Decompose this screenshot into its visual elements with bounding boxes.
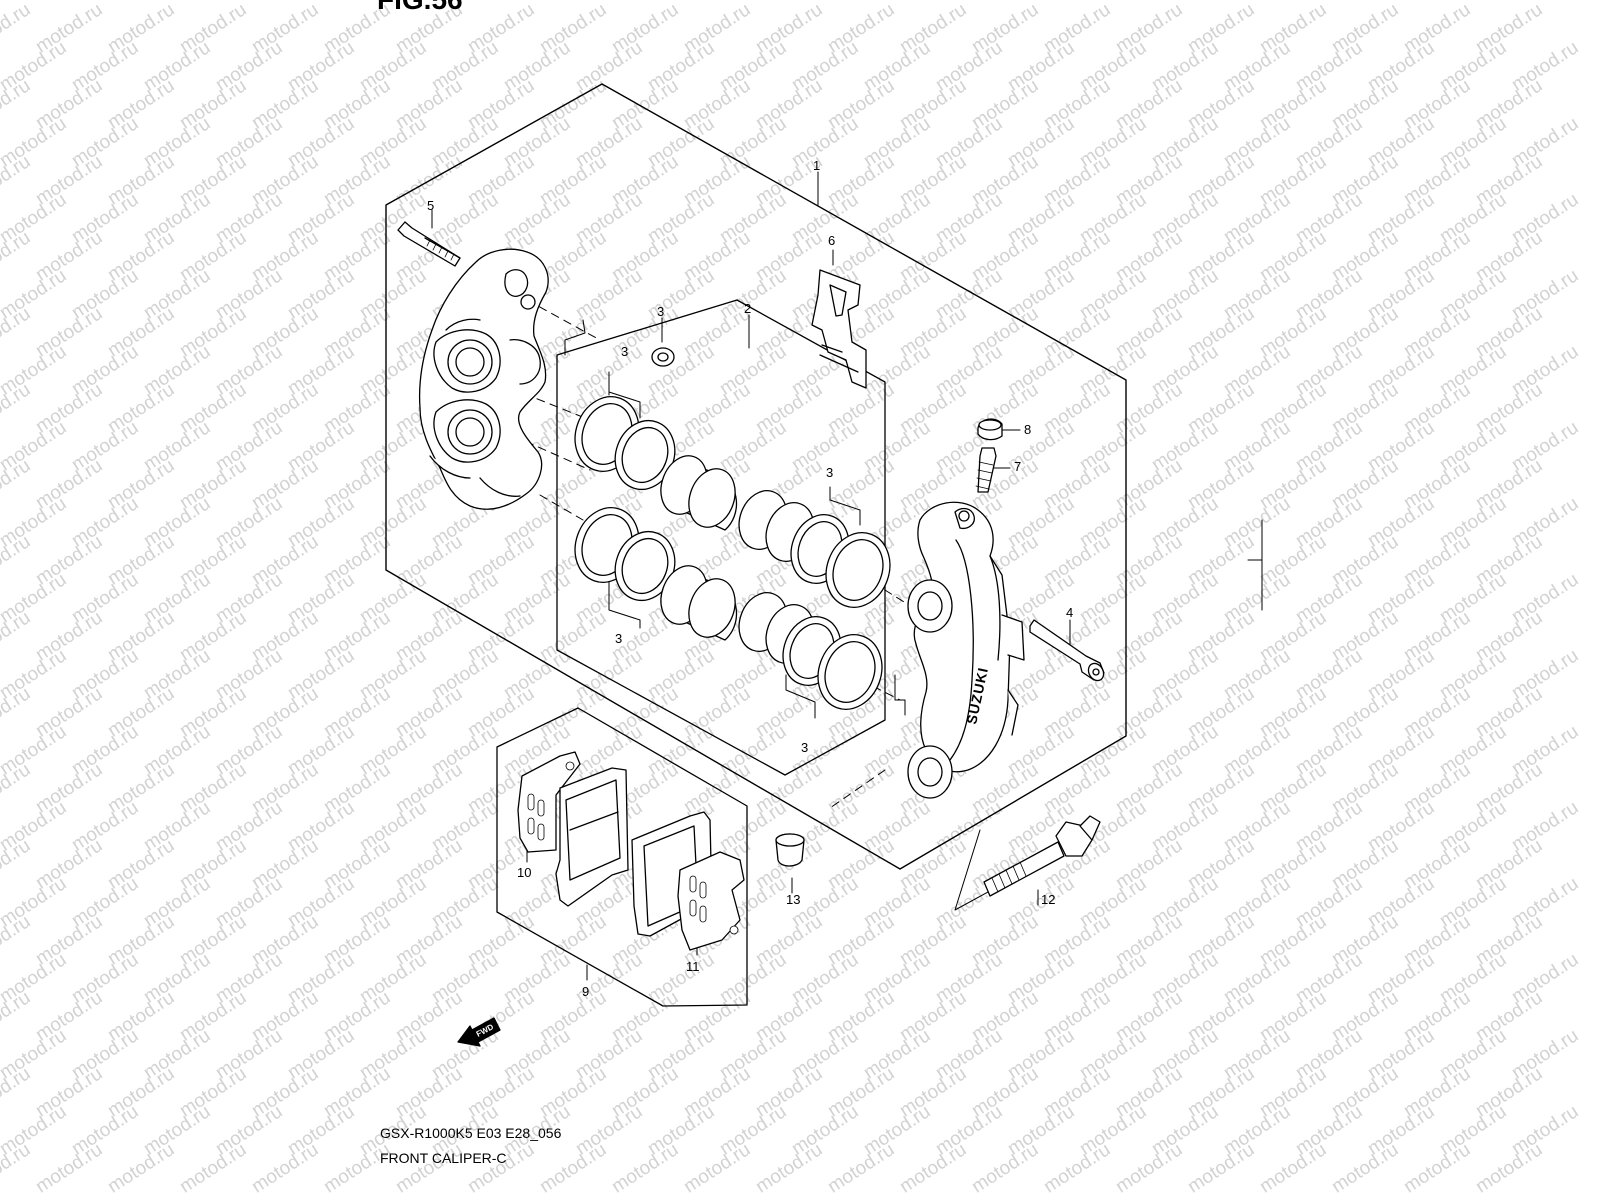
callout-11: 11 — [686, 959, 700, 974]
callout-13: 13 — [786, 892, 801, 907]
callout-1: 1 — [813, 158, 821, 173]
fwd-arrow-icon: FWD — [457, 1017, 501, 1047]
part-5-bolt — [397, 221, 461, 267]
callout-3-lower-right: 3 — [801, 740, 809, 755]
callout-3-upper-left: 3 — [621, 344, 629, 359]
callout-9: 9 — [582, 984, 590, 999]
part-11-shim-and-pad — [631, 811, 745, 951]
callout-3-upper-right: 3 — [826, 465, 834, 480]
callout-8: 8 — [1024, 422, 1032, 437]
part-4-pin — [1029, 619, 1105, 682]
part-10-shim-and-pad — [517, 751, 629, 907]
piston-kit-outline — [556, 299, 886, 776]
callout-7: 7 — [1014, 459, 1022, 474]
part-8-bleeder-cap — [977, 418, 1003, 441]
callout-5: 5 — [427, 198, 435, 213]
callout-3-lower-left: 3 — [615, 631, 623, 646]
callout-2: 2 — [744, 301, 752, 316]
callout-4: 4 — [1066, 605, 1074, 620]
figure-title: FIG.56 — [377, 0, 463, 14]
seals-and-pistons — [574, 396, 891, 710]
part-7-bleeder-valve — [975, 447, 997, 493]
part-3-washer — [651, 347, 675, 367]
callout-10: 10 — [517, 865, 532, 880]
part-12-mounting-bolt — [983, 815, 1101, 897]
model-code: GSX-R1000K5 E03 E28_056 — [380, 1125, 562, 1141]
callout-6: 6 — [828, 233, 836, 248]
diagram-name: FRONT CALIPER-C — [380, 1150, 507, 1166]
part-13-sleeve — [775, 833, 805, 867]
callout-12: 12 — [1041, 892, 1056, 907]
caliper-half-inner — [418, 248, 549, 510]
part-6-pad-spring — [811, 269, 867, 389]
pad-set-outline — [496, 707, 748, 1007]
assembly-outline — [385, 83, 1127, 870]
callout-3-washer: 3 — [657, 304, 665, 319]
caliper-half-outer — [907, 501, 1025, 799]
